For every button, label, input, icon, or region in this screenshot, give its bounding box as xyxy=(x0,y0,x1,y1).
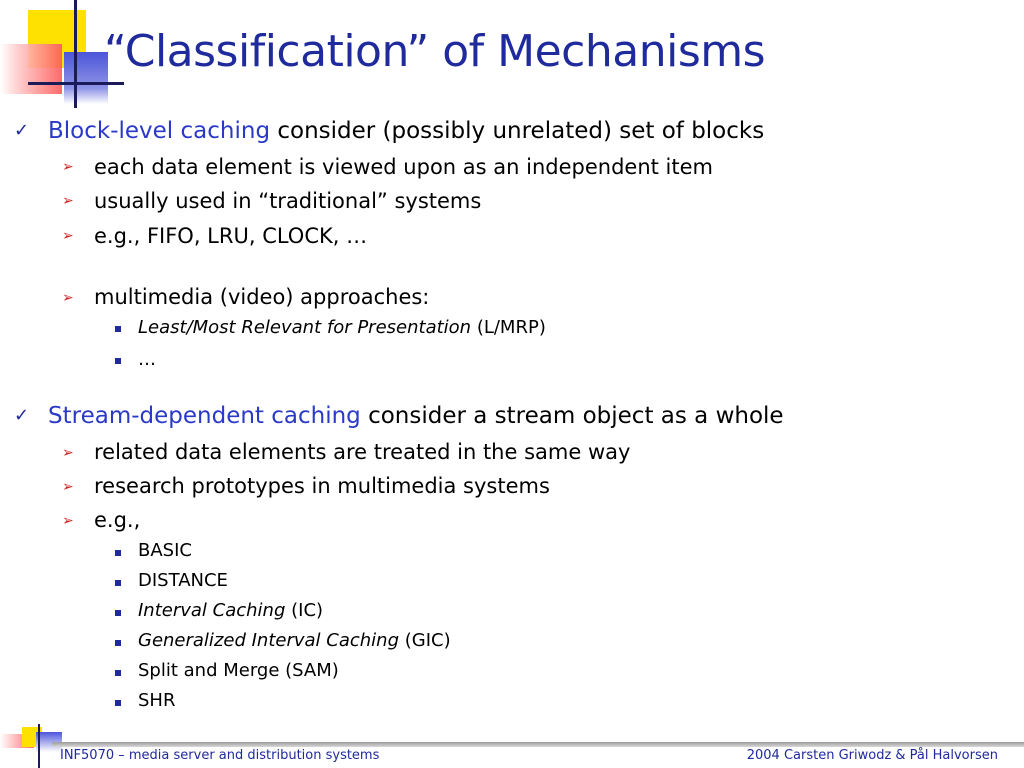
bullet-item: Stream-dependent caching consider a stre… xyxy=(48,403,784,429)
sub-bullet-item: research prototypes in multimedia system… xyxy=(94,474,550,498)
bullet-highlight: Block-level caching xyxy=(48,118,271,144)
square-bullet-icon xyxy=(115,580,121,586)
decor-horizontal-line xyxy=(28,82,124,85)
sub-bullet-item: related data elements are treated in the… xyxy=(94,440,631,464)
italic-term: Generalized Interval Caching xyxy=(138,630,399,651)
term-suffix: (GIC) xyxy=(399,630,451,651)
sub-bullet-item: usually used in “traditional” systems xyxy=(94,189,482,213)
footer-divider xyxy=(52,742,1024,747)
arrow-bullet-icon: ➢ xyxy=(62,228,74,244)
sub-sub-bullet-item: BASIC xyxy=(138,540,192,561)
sub-sub-bullet-item: Least/Most Relevant for Presentation (L/… xyxy=(138,317,546,338)
sub-bullet-item: e.g., xyxy=(94,508,141,532)
arrow-bullet-icon: ➢ xyxy=(62,290,74,306)
slide-title: “Classification” of Mechanisms xyxy=(104,26,766,77)
square-bullet-icon xyxy=(115,550,121,556)
bullet-text: consider a stream object as a whole xyxy=(360,403,784,429)
arrow-bullet-icon: ➢ xyxy=(62,193,74,209)
sub-sub-bullet-item: SHR xyxy=(138,690,176,711)
square-bullet-icon xyxy=(115,358,121,364)
footer-decor-line xyxy=(38,724,40,768)
sub-sub-bullet-item: DISTANCE xyxy=(138,570,228,591)
square-bullet-icon xyxy=(115,670,121,676)
sub-sub-bullet-item: … xyxy=(138,349,156,370)
arrow-bullet-icon: ➢ xyxy=(62,513,74,529)
footer-decor-blue xyxy=(36,732,62,752)
footer-course: INF5070 – media server and distribution … xyxy=(60,748,380,763)
decor-vertical-line xyxy=(74,0,77,108)
italic-term: Least/Most Relevant for Presentation xyxy=(138,317,472,338)
term-suffix: (IC) xyxy=(285,600,324,621)
square-bullet-icon xyxy=(115,610,121,616)
sub-sub-bullet-item: Interval Caching (IC) xyxy=(138,600,323,621)
sub-bullet-item: multimedia (video) approaches: xyxy=(94,285,430,309)
bullet-highlight: Stream-dependent caching xyxy=(48,403,361,429)
checkmark-icon: ✓ xyxy=(14,405,30,426)
decor-blue-square xyxy=(64,52,108,104)
square-bullet-icon xyxy=(115,640,121,646)
term-suffix: (L/MRP) xyxy=(471,317,546,338)
italic-term: Interval Caching xyxy=(138,600,286,621)
sub-sub-bullet-item: Split and Merge (SAM) xyxy=(138,660,339,681)
square-bullet-icon xyxy=(115,326,121,332)
footer-credit: 2004 Carsten Griwodz & Pål Halvorsen xyxy=(746,748,998,763)
bullet-item: Block-level caching consider (possibly u… xyxy=(48,118,764,144)
sub-bullet-item: e.g., FIFO, LRU, CLOCK, … xyxy=(94,224,368,248)
arrow-bullet-icon: ➢ xyxy=(62,445,74,461)
sub-sub-bullet-item: Generalized Interval Caching (GIC) xyxy=(138,630,451,651)
arrow-bullet-icon: ➢ xyxy=(62,159,74,175)
sub-bullet-item: each data element is viewed upon as an i… xyxy=(94,155,713,179)
slide-content: ✓ Block-level caching consider (possibly… xyxy=(14,118,784,711)
arrow-bullet-icon: ➢ xyxy=(62,479,74,495)
bullet-text: consider (possibly unrelated) set of blo… xyxy=(270,118,765,144)
checkmark-icon: ✓ xyxy=(14,120,30,141)
decor-red-bar xyxy=(0,44,62,94)
square-bullet-icon xyxy=(115,700,121,706)
